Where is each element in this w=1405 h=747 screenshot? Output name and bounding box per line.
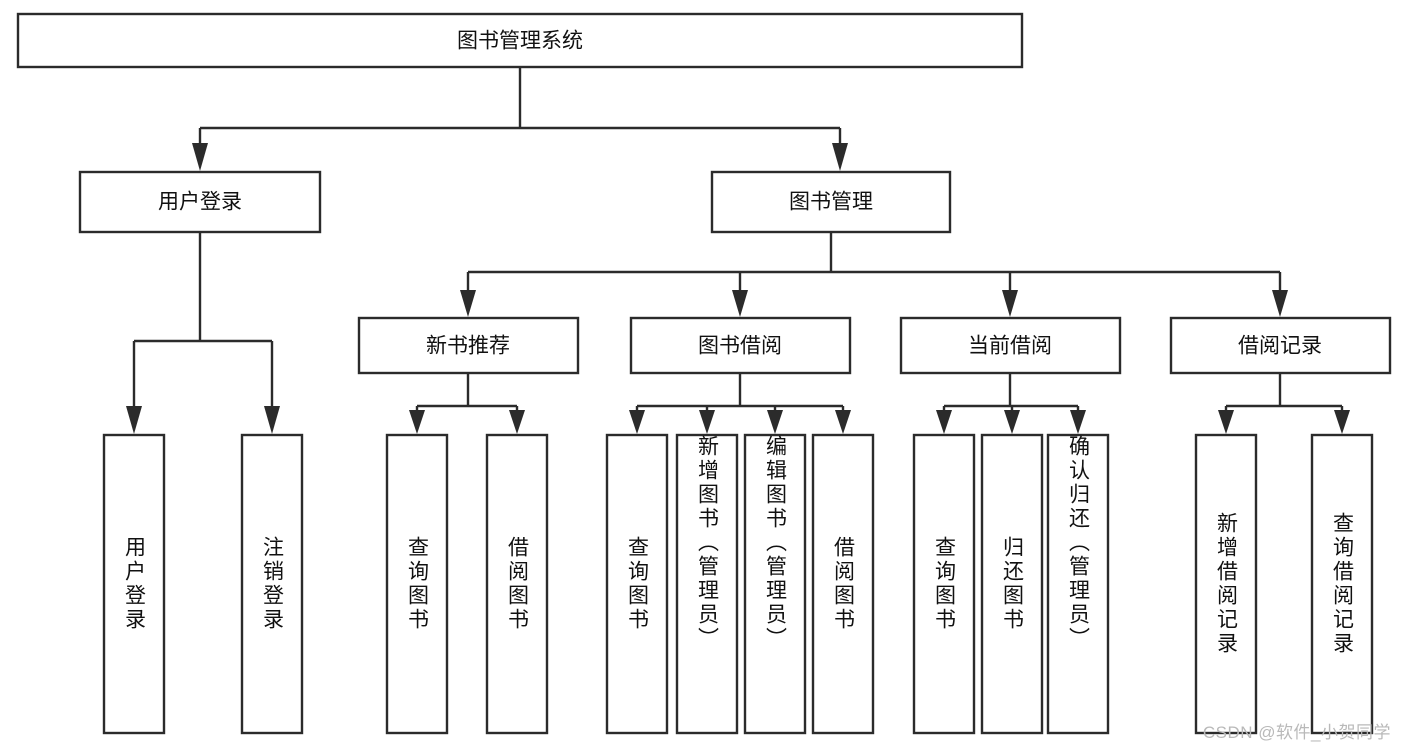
leaf-box-query-book-borrow xyxy=(605,433,669,735)
leaf-box-add-book-admin xyxy=(675,433,739,735)
node-new-book-recommend[interactable]: 新书推荐 xyxy=(357,316,580,375)
node-root[interactable]: 图书管理系统 xyxy=(16,12,1024,69)
node-book-manage-label: 图书管理 xyxy=(789,191,873,214)
leaf-box-query-book-recommend xyxy=(385,433,449,735)
node-new-book-recommend-label: 新书推荐 xyxy=(426,335,510,358)
leaf-box-borrow-book-recommend xyxy=(485,433,549,735)
node-book-borrow-label: 图书借阅 xyxy=(698,335,782,358)
csdn-watermark: CSDN @软件_小贺同学 xyxy=(1202,723,1391,742)
connector-userlogin-to-leaves xyxy=(126,232,280,434)
node-root-label: 图书管理系统 xyxy=(457,30,583,53)
leaf-boxes xyxy=(102,433,1374,735)
leaf-box-borrow-book xyxy=(811,433,875,735)
connector-currentborrow-to-leaves xyxy=(936,373,1086,434)
connector-newbook-to-leaves xyxy=(409,373,525,434)
node-current-borrow-label: 当前借阅 xyxy=(968,335,1052,358)
node-borrow-record-label: 借阅记录 xyxy=(1238,335,1322,358)
node-user-login[interactable]: 用户登录 xyxy=(78,170,322,234)
connector-root-to-level2 xyxy=(192,67,848,171)
leaf-box-user-login xyxy=(102,433,166,735)
leaf-box-user-logout xyxy=(240,433,304,735)
node-user-login-label: 用户登录 xyxy=(158,191,242,214)
leaf-box-query-borrow-record xyxy=(1310,433,1374,735)
node-book-borrow[interactable]: 图书借阅 xyxy=(629,316,852,375)
connector-borrowrecord-to-leaves xyxy=(1218,373,1350,434)
node-current-borrow[interactable]: 当前借阅 xyxy=(899,316,1122,375)
leaf-box-query-book-current xyxy=(912,433,976,735)
leaf-box-add-borrow-record xyxy=(1194,433,1258,735)
leaf-box-edit-book-admin xyxy=(743,433,807,735)
node-book-manage[interactable]: 图书管理 xyxy=(710,170,952,234)
connector-bookmanage-to-level3 xyxy=(460,232,1288,317)
leaf-box-confirm-return-admin xyxy=(1046,433,1110,735)
leaf-box-return-book xyxy=(980,433,1044,735)
connector-bookborrow-to-leaves xyxy=(629,373,851,434)
node-borrow-record[interactable]: 借阅记录 xyxy=(1169,316,1392,375)
